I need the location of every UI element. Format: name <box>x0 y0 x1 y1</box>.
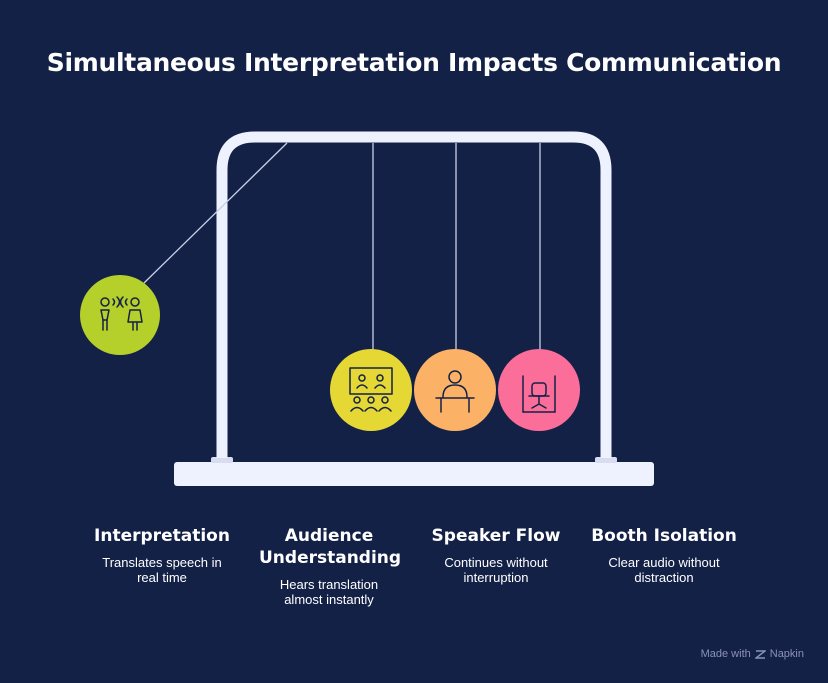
booth-heading: Booth Isolation <box>591 526 737 546</box>
speaker-podium-icon <box>435 370 475 413</box>
booth-chair-icon <box>522 375 556 413</box>
ball-interpretation <box>80 275 160 355</box>
interpretation-description: Translates speech in real time <box>102 555 222 585</box>
ball-booth <box>498 349 580 431</box>
page-title: Simultaneous Interpretation Impacts Comm… <box>46 48 782 77</box>
speaker-description: Continues without interruption <box>444 555 548 585</box>
label-audience: Audience Understanding Hears translation… <box>244 525 414 607</box>
made-with-text: Made with <box>700 648 751 660</box>
label-speaker: Speaker Flow Continues without interrupt… <box>411 525 581 585</box>
napkin-brand-text: Napkin <box>769 648 804 660</box>
ball-speaker <box>414 349 496 431</box>
cradle-foot-left <box>211 457 233 463</box>
footer-credit[interactable]: Made with Napkin <box>701 648 804 660</box>
label-booth: Booth Isolation Clear audio without dist… <box>579 525 749 585</box>
two-people-talking-icon <box>100 296 143 331</box>
speaker-heading: Speaker Flow <box>431 526 561 546</box>
ball-audience <box>330 349 412 431</box>
audience-heading: Audience Understanding <box>259 526 402 568</box>
string-interpretation <box>143 142 288 284</box>
booth-description: Clear audio without distraction <box>608 555 720 585</box>
cradle-foot-right <box>595 457 617 463</box>
label-interpretation: Interpretation Translates speech in real… <box>77 525 247 585</box>
cradle-frame <box>216 131 612 458</box>
audience-presentation-icon <box>349 367 393 412</box>
cradle-base <box>174 462 654 486</box>
interpretation-heading: Interpretation <box>94 526 230 546</box>
audience-description: Hears translation almost instantly <box>279 577 379 607</box>
napkin-logo-icon <box>754 649 766 659</box>
